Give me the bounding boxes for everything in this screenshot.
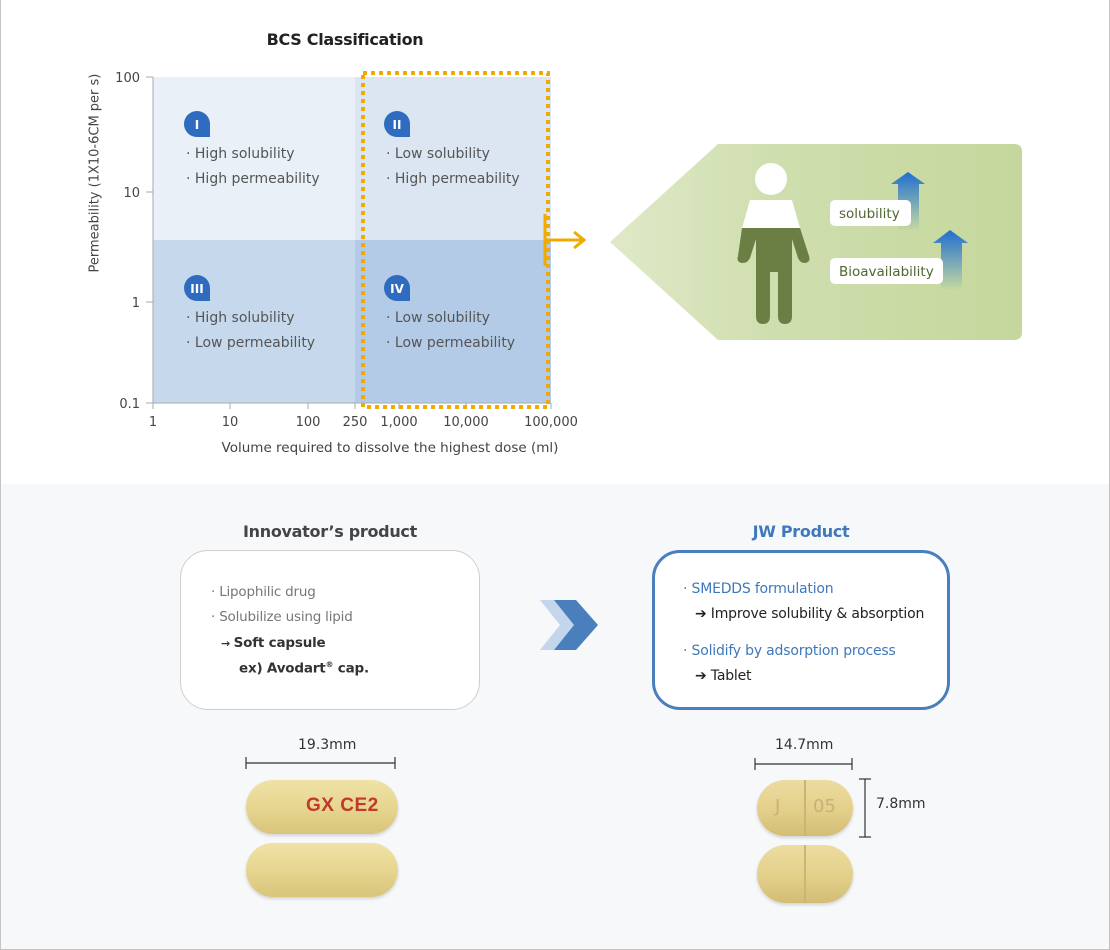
arrow-icon: ➔ [695, 606, 711, 622]
x-tick-label: 1,000 [380, 415, 417, 430]
innovator-result-text: Soft capsule [233, 635, 326, 651]
x-tick-label: 250 [343, 415, 368, 430]
class-property: · High solubility [186, 310, 294, 326]
jw-width-bar [859, 778, 871, 838]
class-property: · Low solubility [386, 146, 490, 162]
jw-tablet-1: J 05 [757, 780, 853, 836]
class-badge-corner [197, 288, 210, 301]
effect-panel: solubility Bioavailability [610, 144, 1022, 340]
double-chevron-icon [540, 600, 598, 650]
innovator-bullet-1: · Lipophilic drug [211, 584, 316, 600]
jw-item-2-result: ➔ Tablet [695, 668, 751, 684]
tablet-imprint-right: 05 [813, 796, 836, 817]
class-property: · High permeability [186, 171, 320, 187]
jw-length-bar [754, 758, 853, 770]
bioavailability-label: Bioavailability [839, 264, 934, 280]
product-comparison-section [1, 484, 1109, 949]
class-id-II: II [393, 118, 402, 132]
example-suffix: cap. [333, 660, 369, 677]
capsule-imprint: GX CE2 [306, 795, 379, 816]
score-line [804, 845, 806, 903]
bcs-chart: 1 10 100 250 1,000 10,000 100,000 100 10 1 0.1 I · … [115, 71, 587, 430]
innovator-bullet-2-text: Solubilize using lipid [219, 609, 353, 625]
class-property: · High solubility [186, 146, 294, 162]
innovator-length-label: 19.3mm [298, 737, 357, 753]
soft-capsule-1: GX CE2 [246, 780, 398, 834]
arrow-icon: ➔ [695, 668, 711, 684]
x-tick-label: 100 [296, 415, 321, 430]
solubility-label: solubility [839, 206, 900, 222]
quadrant-II [355, 77, 551, 240]
class-property: · Low permeability [386, 335, 515, 351]
score-line [804, 780, 806, 836]
y-tick-label: 10 [123, 186, 140, 201]
person-icon [737, 163, 810, 324]
class-property: · Low permeability [186, 335, 315, 351]
innovator-bullet-2: · Solubilize using lipid [211, 609, 353, 625]
jw-item-2-head-text: Solidify by adsorption process [691, 643, 896, 659]
innovator-card: · Lipophilic drug · Solubilize using lip… [180, 550, 480, 710]
jw-length-label: 14.7mm [775, 737, 834, 753]
arrow-icon: → [221, 637, 234, 650]
class-id-IV: IV [390, 282, 404, 296]
class-property: · Low solubility [386, 310, 490, 326]
innovator-example: ex) Avodart® cap. [239, 660, 369, 677]
jw-item-1-result-text: Improve solubility & absorption [710, 606, 925, 622]
jw-card: · SMEDDS formulation ➔ Improve solubilit… [652, 550, 950, 710]
x-tick-label: 10,000 [443, 415, 489, 430]
class-property: · High permeability [386, 171, 520, 187]
class-badge-corner [197, 124, 210, 137]
jw-item-1-head-text: SMEDDS formulation [691, 581, 834, 597]
innovator-result: → Soft capsule [221, 635, 326, 651]
quadrant-I [153, 77, 355, 240]
quadrant-IV [355, 240, 551, 403]
x-tick-label: 10 [222, 415, 239, 430]
jw-item-1-head: · SMEDDS formulation [683, 581, 834, 597]
jw-item-2-head: · Solidify by adsorption process [683, 643, 896, 659]
x-tick-label: 100,000 [524, 415, 578, 430]
jw-width-label: 7.8mm [876, 796, 926, 812]
example-text: ex) Avodart [239, 660, 326, 677]
jw-tablet-2 [757, 845, 853, 903]
solubility-label-box [830, 200, 911, 226]
arrow-right-icon [573, 230, 587, 250]
class-badge-corner [397, 288, 410, 301]
quadrant-III [153, 240, 355, 403]
x-axis-label: Volume required to dissolve the highest … [221, 440, 559, 456]
innovator-length-bar [245, 757, 396, 769]
y-tick-label: 100 [115, 71, 140, 86]
jw-item-2-result-text: Tablet [710, 668, 752, 684]
jw-title: JW Product [752, 522, 850, 541]
tablet-imprint-left: J [775, 796, 781, 817]
class-badge-corner [397, 124, 410, 137]
innovator-bullet-1-text: Lipophilic drug [219, 584, 316, 600]
y-tick-label: 0.1 [119, 397, 140, 412]
chart-title: BCS Classification [266, 30, 424, 49]
innovator-title: Innovator’s product [243, 522, 417, 541]
bioavailability-label-box [830, 258, 943, 284]
jw-item-1-result: ➔ Improve solubility & absorption [695, 606, 924, 622]
y-tick-label: 1 [132, 296, 140, 311]
soft-capsule-2 [246, 843, 398, 897]
registered-mark: ® [325, 660, 334, 669]
class-id-III: III [190, 282, 203, 296]
x-tick-label: 1 [149, 415, 157, 430]
class-id-I: I [195, 118, 199, 132]
